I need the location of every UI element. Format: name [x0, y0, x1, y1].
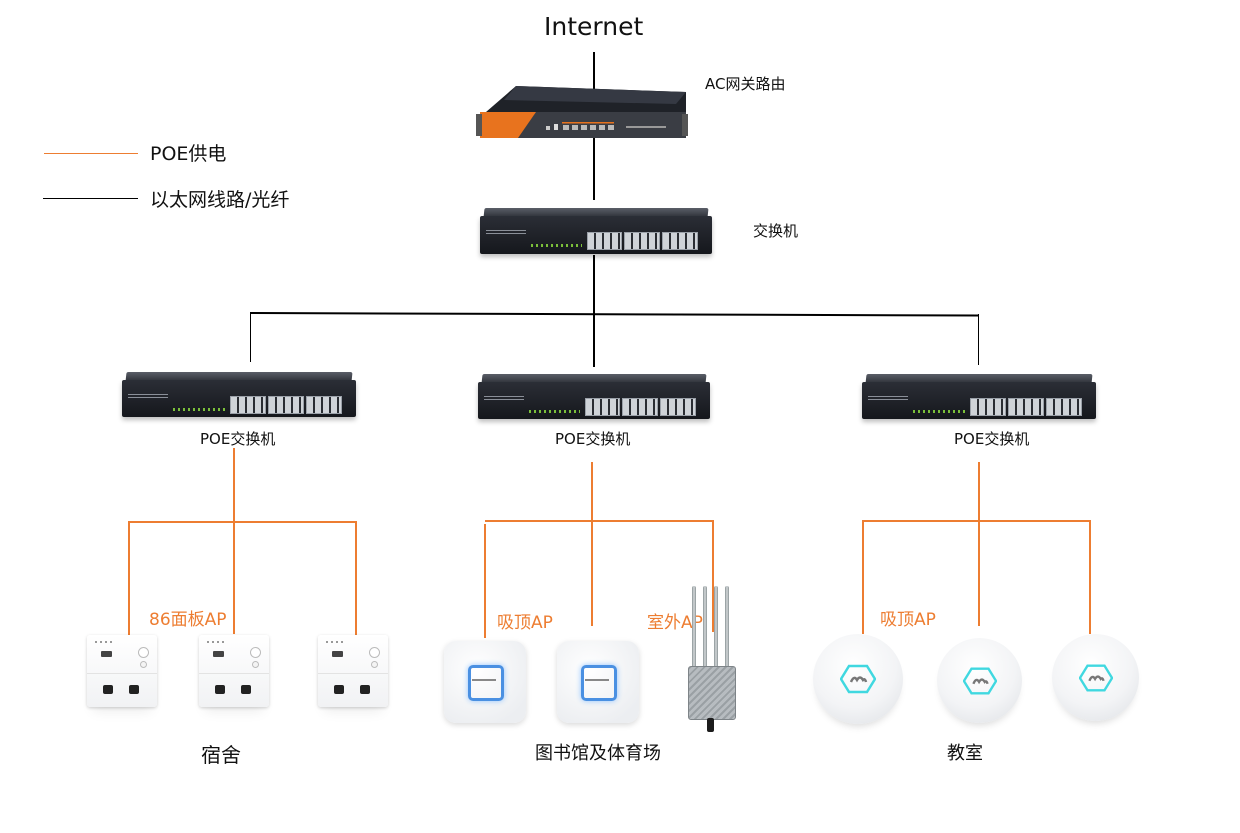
switch-to-distribution-line — [593, 255, 595, 367]
poe-switch-middle-label: POE交换机 — [555, 430, 631, 448]
poe-right-bus — [862, 520, 1090, 522]
poe-right-trunk — [978, 462, 980, 626]
panel-ap-icon — [318, 635, 388, 707]
legend-poe-label: POE供电 — [150, 143, 227, 165]
ac-gateway-router — [476, 82, 692, 156]
outdoor-ap-label: 室外AP — [647, 613, 703, 633]
area-dorm-label: 宿舍 — [201, 743, 241, 767]
poe-right-drop-3 — [1089, 520, 1091, 634]
poe-switch-left-label: POE交换机 — [200, 430, 276, 448]
panel-ap-icon — [87, 635, 157, 707]
area-library-label: 图书馆及体育场 — [535, 743, 661, 764]
poe-middle-bus — [485, 520, 713, 522]
bus-to-left-switch-line — [250, 312, 251, 362]
panel-ap-icon — [199, 635, 269, 707]
ceiling-dome-ap-icon — [813, 634, 903, 724]
ceiling-square-ap-icon — [557, 641, 639, 723]
ceiling-square-ap-icon — [444, 641, 526, 723]
legend-ethernet-label: 以太网线路/光纤 — [150, 189, 290, 211]
ceiling-ap-label-classroom: 吸顶AP — [880, 610, 936, 630]
poe-right-drop-1 — [862, 520, 864, 634]
area-classroom-label: 教室 — [947, 743, 983, 764]
poe-middle-drop-3 — [712, 520, 714, 632]
panel-ap-label: 86面板AP — [149, 610, 227, 630]
ceiling-ap-label-library: 吸顶AP — [497, 613, 553, 633]
core-switch — [480, 208, 712, 254]
poe-middle-trunk — [591, 462, 593, 626]
poe-switch-icon — [122, 380, 356, 417]
router-label: AC网关路由 — [705, 75, 786, 93]
bus-to-right-switch-line — [978, 314, 979, 365]
ceiling-dome-ap-icon — [1052, 634, 1139, 721]
poe-left-trunk — [233, 448, 235, 634]
poe-switch-icon — [478, 382, 710, 419]
core-switch-label: 交换机 — [753, 222, 799, 240]
poe-switch-icon — [862, 382, 1096, 419]
poe-switch-right — [862, 374, 1096, 419]
distribution-bus-line — [249, 312, 979, 317]
network-switch-icon — [480, 216, 712, 254]
poe-switch-right-label: POE交换机 — [954, 430, 1030, 448]
legend-poe-line — [44, 153, 138, 154]
poe-switch-left — [122, 372, 356, 417]
rack-router-icon — [476, 86, 688, 138]
poe-left-bus — [128, 521, 356, 523]
poe-switch-middle — [478, 374, 710, 419]
ceiling-dome-ap-icon — [937, 638, 1022, 723]
outdoor-ap-icon — [686, 586, 736, 732]
poe-middle-drop-1 — [484, 524, 486, 638]
legend-ethernet-line — [43, 198, 138, 199]
poe-left-drop-1 — [128, 521, 130, 636]
poe-left-drop-3 — [355, 521, 357, 636]
internet-label: Internet — [544, 12, 644, 41]
